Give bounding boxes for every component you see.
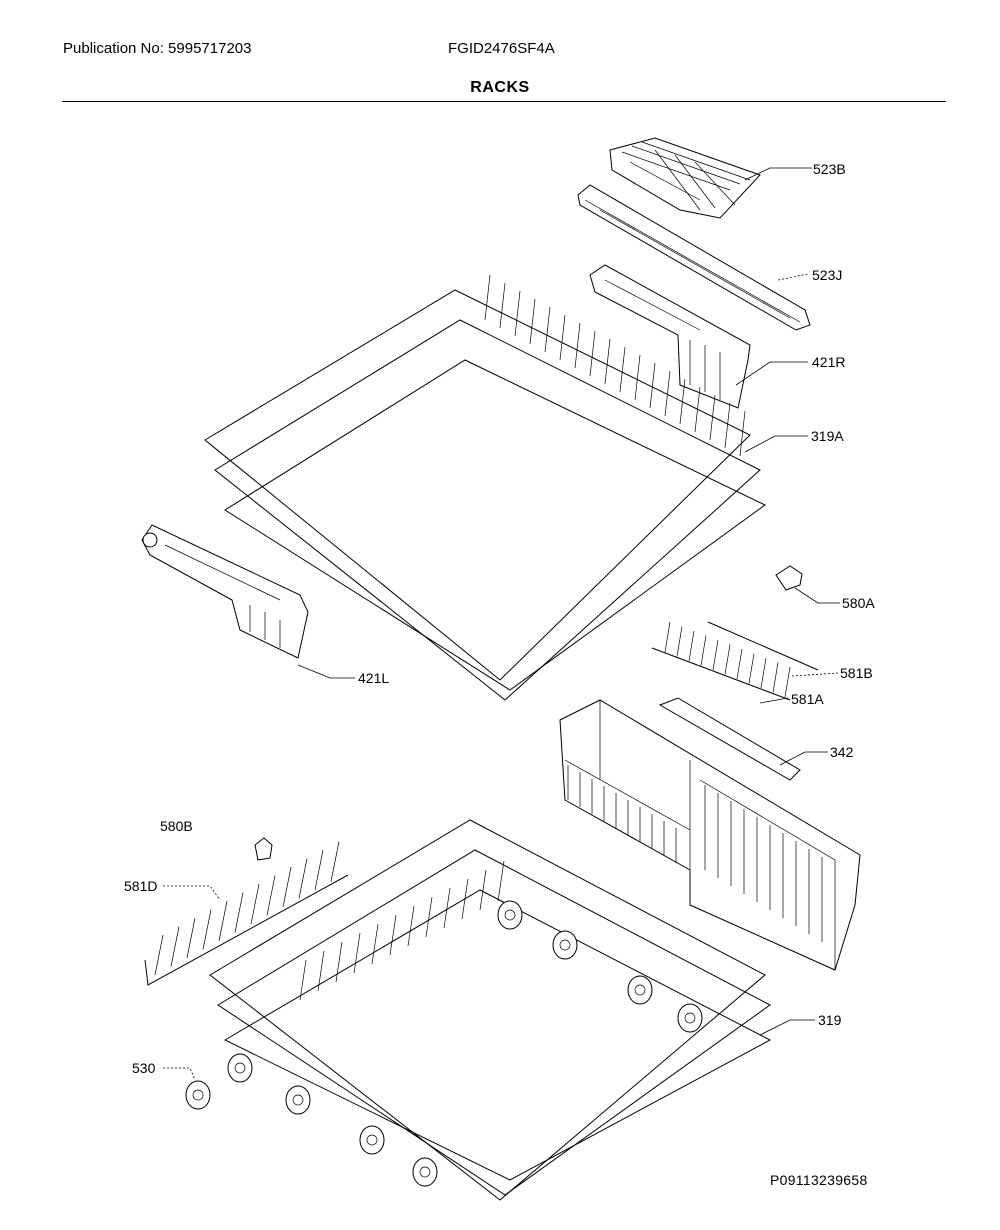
wheel-hub	[634, 984, 646, 996]
publication-number: Publication No: 5995717203	[63, 40, 252, 57]
wheel	[552, 930, 578, 960]
callout-530: 530	[132, 1060, 156, 1076]
callout-421r: 421R	[812, 354, 846, 370]
wheel-hub	[292, 1094, 304, 1106]
wheel-hub	[684, 1012, 696, 1024]
wheel	[412, 1157, 438, 1187]
wheel	[359, 1125, 385, 1155]
callout-523j: 523J	[812, 267, 843, 283]
leader-lines	[163, 167, 840, 1081]
wheel	[285, 1085, 311, 1115]
header-divider	[62, 101, 946, 102]
callout-319a: 319A	[811, 428, 844, 444]
part-421l-rail-drawing	[141, 524, 309, 659]
wheel-hub	[559, 939, 571, 951]
callout-580a: 580A	[842, 595, 875, 611]
wheel-hub	[504, 909, 516, 921]
wheel	[227, 1053, 253, 1083]
model-number: FGID2476SF4A	[448, 40, 555, 57]
page-title: RACKS	[470, 79, 530, 96]
wheel-hub	[366, 1134, 378, 1146]
callout-421l: 421L	[358, 670, 390, 686]
callout-342: 342	[830, 744, 854, 760]
drawing-code: P09113239658	[770, 1172, 868, 1188]
part-421r-rail-drawing	[589, 264, 751, 409]
callout-580b: 580B	[160, 818, 193, 834]
wheel	[497, 900, 523, 930]
part-580a-clip-drawing	[775, 565, 803, 591]
part-319a-upper-rack-drawing	[204, 274, 766, 701]
wheel-hub	[192, 1089, 204, 1101]
part-580b-clip-drawing	[254, 837, 273, 861]
part-581d-tine-row-drawing	[144, 841, 349, 986]
wheel-hub	[234, 1062, 246, 1074]
callout-523b: 523B	[813, 161, 846, 177]
wheel-hub	[419, 1166, 431, 1178]
callout-319: 319	[818, 1012, 842, 1028]
wheel	[677, 1003, 703, 1033]
wheel	[185, 1080, 211, 1110]
part-342-basket-drawing	[559, 697, 861, 971]
callout-581a: 581A	[791, 691, 824, 707]
part-523b-tray-drawing	[609, 137, 761, 219]
part-319-lower-rack-drawing	[209, 819, 772, 1201]
wheel	[627, 975, 653, 1005]
part-530-wheels-drawing	[185, 900, 703, 1187]
part-581-tine-rows-drawing	[651, 621, 819, 701]
callout-581d: 581D	[124, 878, 158, 894]
callout-581b: 581B	[840, 665, 873, 681]
part-523j-rail-drawing	[577, 184, 811, 331]
